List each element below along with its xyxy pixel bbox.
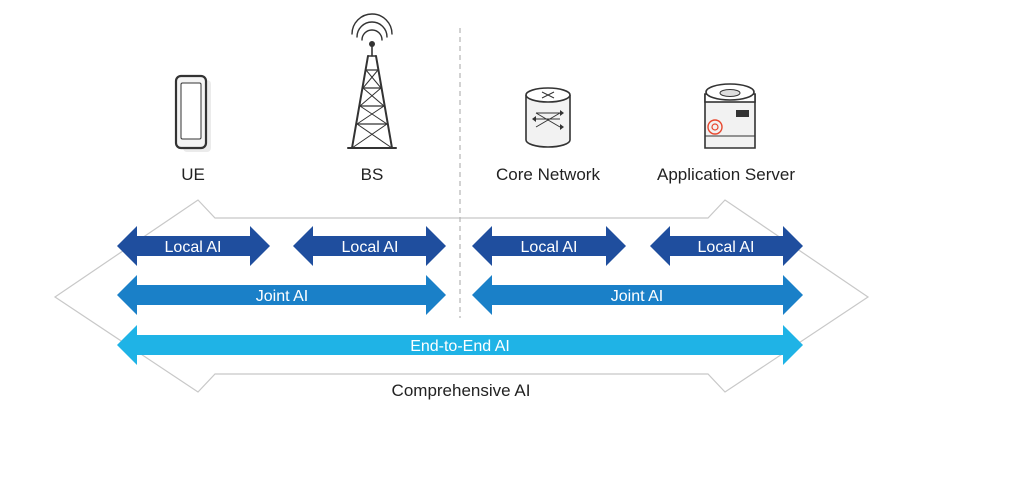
joint-ai-label-right: Joint AI (611, 288, 663, 305)
smartphone-icon (174, 74, 211, 152)
local-ai-arrow-ue (117, 226, 270, 266)
joint-ai-label-left: Joint AI (256, 288, 308, 305)
ue-label: UE (181, 165, 205, 184)
local-ai-label-core: Local AI (521, 239, 578, 256)
server-icon (704, 83, 756, 149)
local-ai-label-ue: Local AI (165, 239, 222, 256)
end-to-end-ai-label: End-to-End AI (410, 338, 510, 355)
cell-tower-icon (347, 13, 397, 149)
comprehensive-ai-label: Comprehensive AI (392, 381, 531, 400)
bs-label: BS (361, 165, 384, 184)
joint-ai-arrow-right (472, 275, 803, 315)
local-ai-arrow-app (650, 226, 803, 266)
joint-ai-arrow-left (117, 275, 446, 315)
local-ai-label-bs: Local AI (342, 239, 399, 256)
router-cylinder-icon (525, 87, 571, 148)
local-ai-arrow-core (472, 226, 626, 266)
local-ai-label-app: Local AI (698, 239, 755, 256)
local-ai-arrow-bs (293, 226, 446, 266)
application-server-label: Application Server (657, 165, 795, 184)
core-network-label: Core Network (496, 165, 600, 184)
end-to-end-ai-arrow (117, 325, 803, 365)
